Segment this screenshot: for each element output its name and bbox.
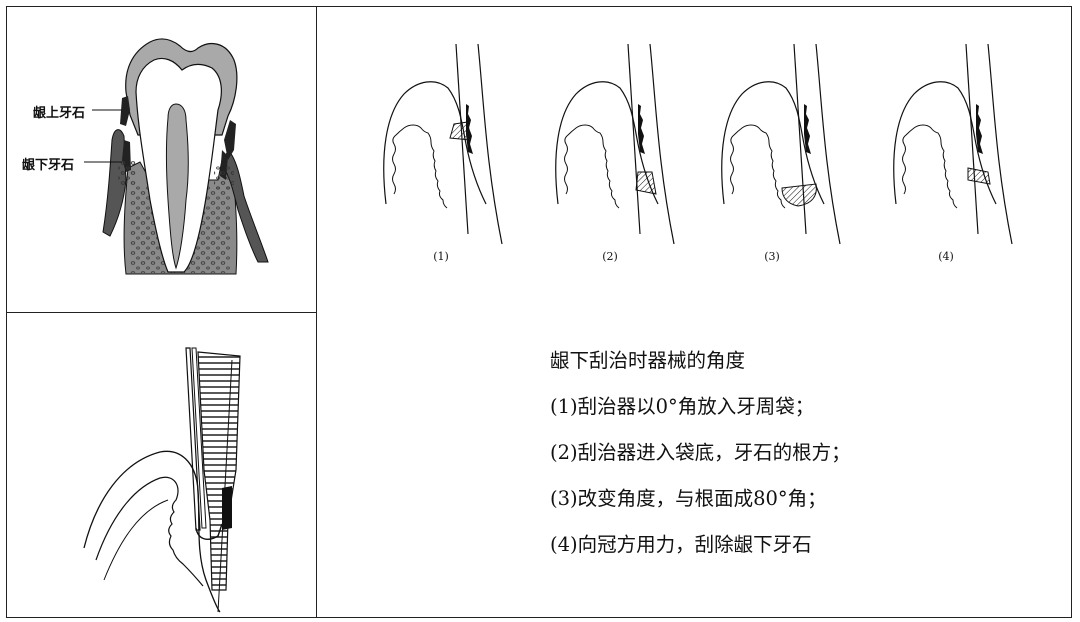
label-subgingival: 龈下牙石 (22, 158, 75, 173)
step-number-2: (2) (602, 250, 618, 263)
caption-line-4: (4)向冠方用力，刮除龈下牙石 (550, 533, 812, 556)
panel-right (316, 6, 1072, 618)
step-diagram-4 (893, 43, 1013, 245)
caption-line-3: (3)改变角度，与根面成80°角； (550, 487, 827, 510)
caption-line-1: (1)刮治器以0°角放入牙周袋； (550, 395, 815, 418)
caption-line-2: (2)刮治器进入袋底，牙石的根方； (550, 441, 851, 464)
step-diagram-3 (721, 43, 841, 245)
tooth-cross-section (84, 38, 269, 275)
panel-instrument (6, 312, 317, 618)
caption: 龈下刮治时器械的角度 (1)刮治器以0°角放入牙周袋； (2)刮治器进入袋底，牙… (550, 338, 851, 568)
step-diagram-2 (555, 43, 675, 245)
step-number-3: (3) (764, 250, 780, 263)
curette-in-pocket (83, 347, 241, 613)
label-supragingival: 龈上牙石 (33, 106, 86, 121)
step-diagram-1 (383, 43, 503, 245)
step-number-4: (4) (938, 250, 954, 263)
caption-title: 龈下刮治时器械的角度 (550, 349, 746, 372)
step-number-1: (1) (433, 250, 449, 263)
